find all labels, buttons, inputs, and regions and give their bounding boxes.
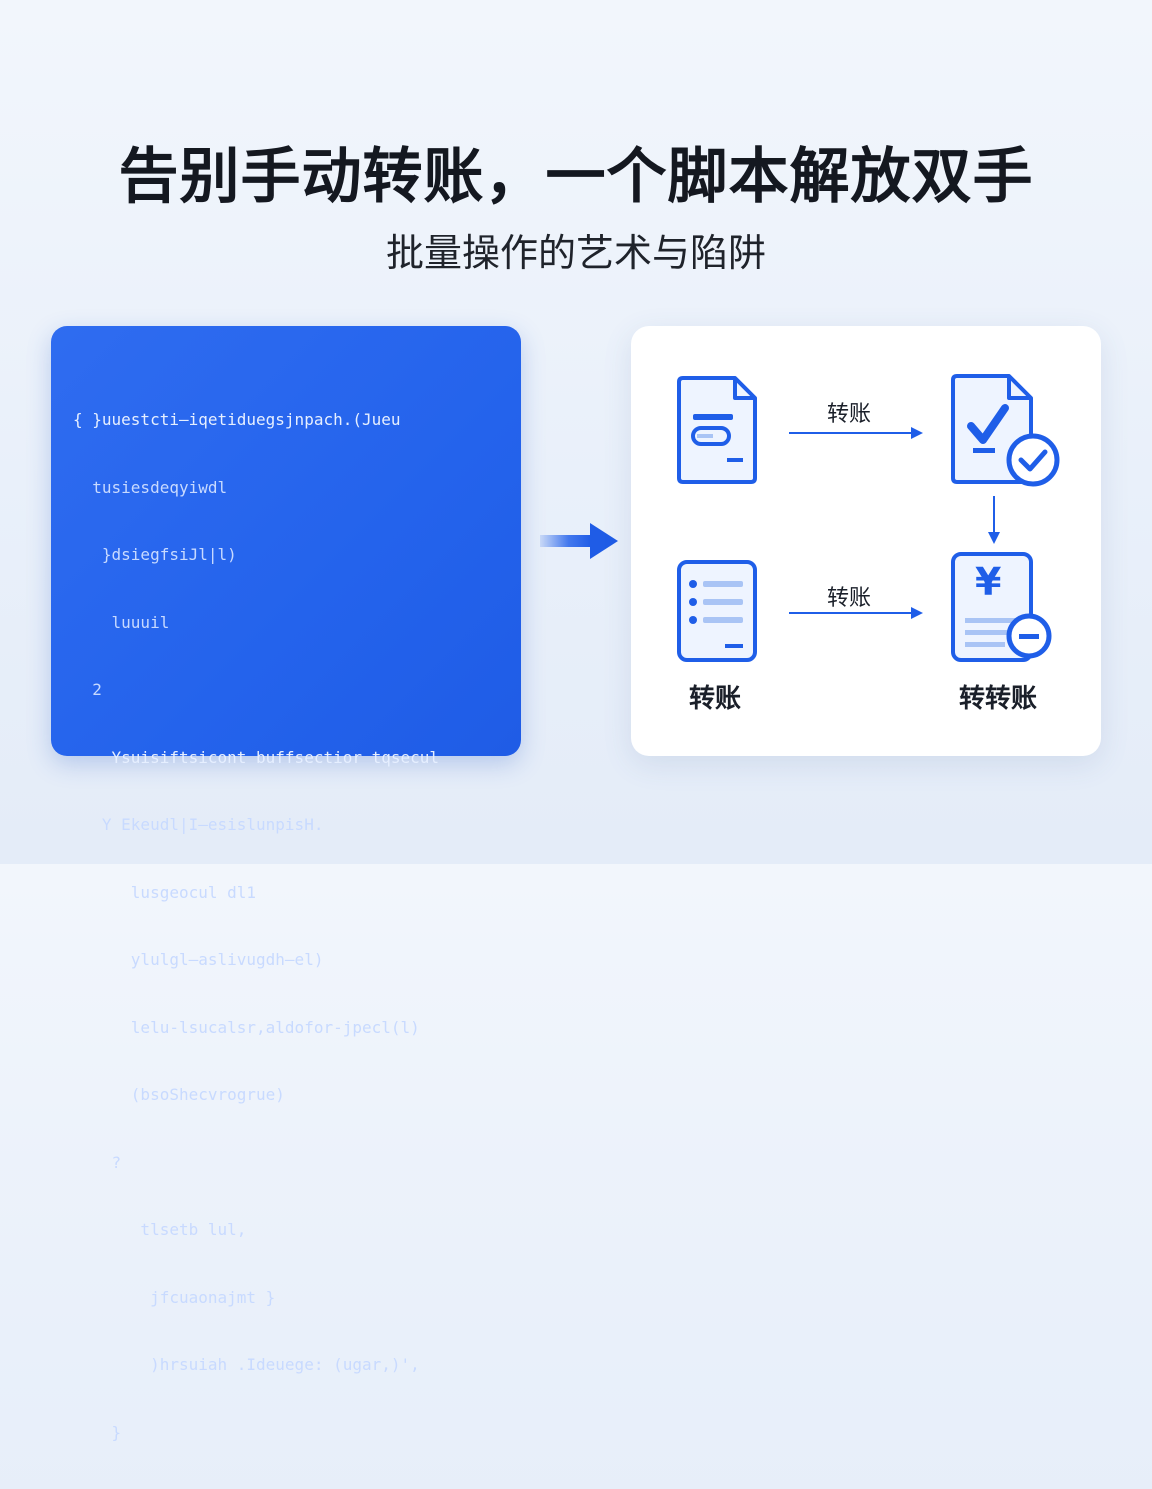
code-line: tlsetb lul,	[73, 1220, 247, 1239]
bottom-right-label: 转转账	[959, 684, 1038, 714]
document-approved-icon	[951, 374, 1060, 487]
code-line: lelu-lsucalsr,aldofor-jpecl(l)	[73, 1017, 420, 1037]
code-block: { }uuestcti—iqetiduegsjnpach.(Jueu tusie…	[73, 364, 513, 1489]
arrow-right-icon	[789, 427, 923, 439]
flow-panel: 转账 转账	[631, 326, 1101, 756]
page-subtitle: 批量操作的艺术与陷阱	[385, 231, 766, 275]
code-line: luuuil	[73, 612, 170, 632]
document-list-icon	[677, 560, 757, 662]
document-yen-icon: ¥	[949, 552, 1055, 664]
yen-symbol: ¥	[975, 560, 1002, 604]
document-form-icon	[677, 376, 757, 484]
code-line: }	[73, 1422, 122, 1442]
code-line: Y Ekeudl|I—esislunpisH.	[73, 815, 324, 834]
code-line: Ysuisiftsicont buffsectior tqsecul	[73, 747, 440, 767]
code-line: )hrsuiah .Ideuege: (ugar,)',	[73, 1355, 420, 1374]
code-line: jfcuaonajmt }	[73, 1287, 276, 1307]
page-title: 告别手动转账，一个脚本解放双手	[118, 142, 1034, 212]
code-line: tusiesdeqyiwdl	[73, 477, 228, 497]
middle-arrow-label: 转账	[827, 586, 872, 611]
code-line: 2	[73, 680, 102, 699]
arrow-down-icon	[988, 496, 1000, 544]
code-line: }dsiegfsiJl|l)	[73, 545, 237, 564]
arrow-right-icon	[789, 607, 923, 619]
code-line: { }uuestcti—iqetiduegsjnpach.(Jueu	[73, 410, 401, 429]
code-line: ?	[73, 1152, 122, 1172]
bottom-left-label: 转账	[689, 684, 742, 714]
code-panel: { }uuestcti—iqetiduegsjnpach.(Jueu tusie…	[51, 326, 521, 1442]
code-line: ylulgl—aslivugdh—el)	[73, 950, 324, 969]
code-line: (bsoShecvrogrue)	[73, 1085, 285, 1104]
top-arrow-label: 转账	[827, 402, 872, 427]
code-line: lusgeocul dl1	[73, 882, 257, 902]
arrow-right-icon	[540, 523, 618, 559]
